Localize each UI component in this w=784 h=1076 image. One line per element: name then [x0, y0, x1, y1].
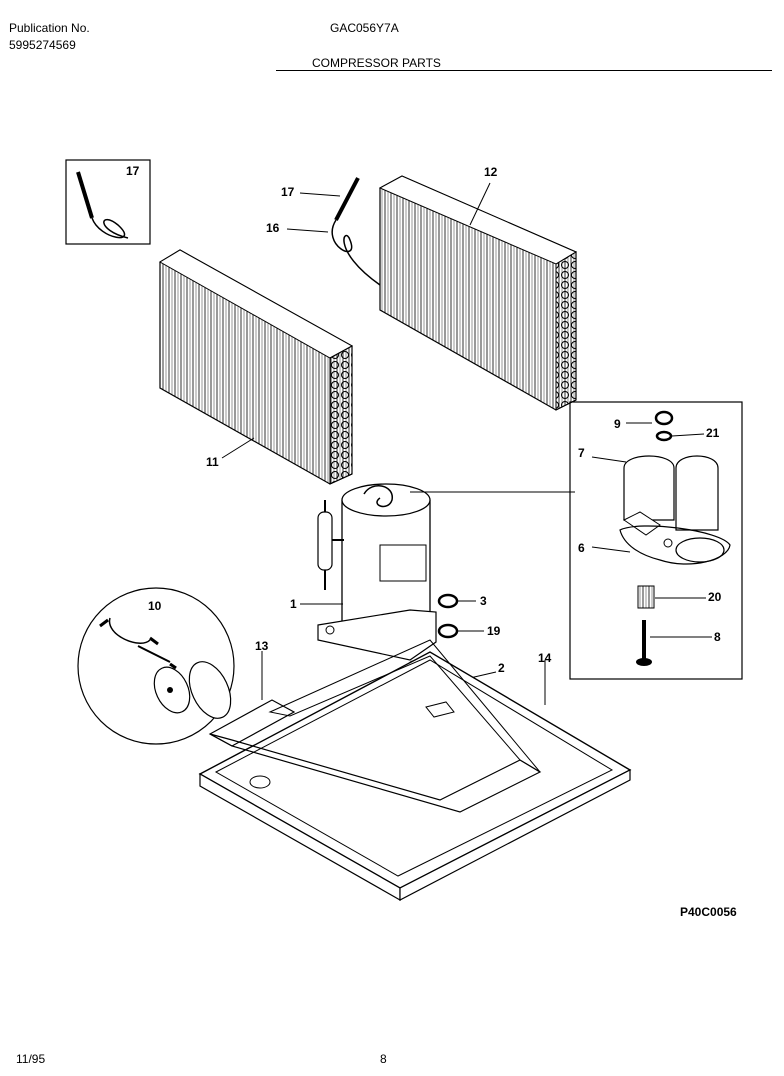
callout-19: 19 [487, 624, 501, 638]
footer-date: 11/95 [16, 1052, 46, 1066]
mounting-washers: 3 19 [437, 593, 501, 639]
diagram-code: P40C0056 [680, 905, 737, 919]
callout-21: 21 [706, 426, 720, 440]
callout-12: 12 [484, 165, 498, 179]
section-title: COMPRESSOR PARTS [312, 56, 441, 70]
callout-11: 11 [206, 455, 219, 469]
callout-6: 6 [578, 541, 585, 555]
footer-page-number: 8 [380, 1052, 387, 1066]
base-pan: 14 [198, 651, 632, 902]
publication-number: 5995274569 [9, 38, 76, 52]
capillary-tube: 17 16 [266, 177, 381, 286]
callout-14: 14 [538, 651, 552, 665]
detail-box: 9 21 7 6 20 8 [569, 401, 743, 680]
callout-20: 20 [708, 590, 722, 604]
callout-1: 1 [290, 597, 297, 611]
callout-2: 2 [498, 661, 505, 675]
callout-17-inset: 17 [126, 164, 140, 178]
model-number: GAC056Y7A [330, 21, 399, 35]
callout-10: 10 [148, 599, 162, 613]
callout-8: 8 [714, 630, 721, 644]
callout-16: 16 [266, 221, 280, 235]
section-rule [276, 70, 772, 71]
callout-9: 9 [614, 417, 621, 431]
compressor: 1 [290, 483, 575, 661]
callout-13: 13 [255, 639, 269, 653]
mounting-bracket: 13 [208, 639, 542, 813]
inset-capillary-box: 17 [65, 159, 151, 245]
inset-circle-overload: 10 [77, 587, 235, 745]
callout-7: 7 [578, 446, 585, 460]
evaporator-coil: 11 [159, 249, 354, 485]
callout-3: 3 [480, 594, 487, 608]
callout-17: 17 [281, 185, 295, 199]
publication-label: Publication No. [9, 21, 90, 35]
condenser-coil: 12 [378, 165, 578, 411]
